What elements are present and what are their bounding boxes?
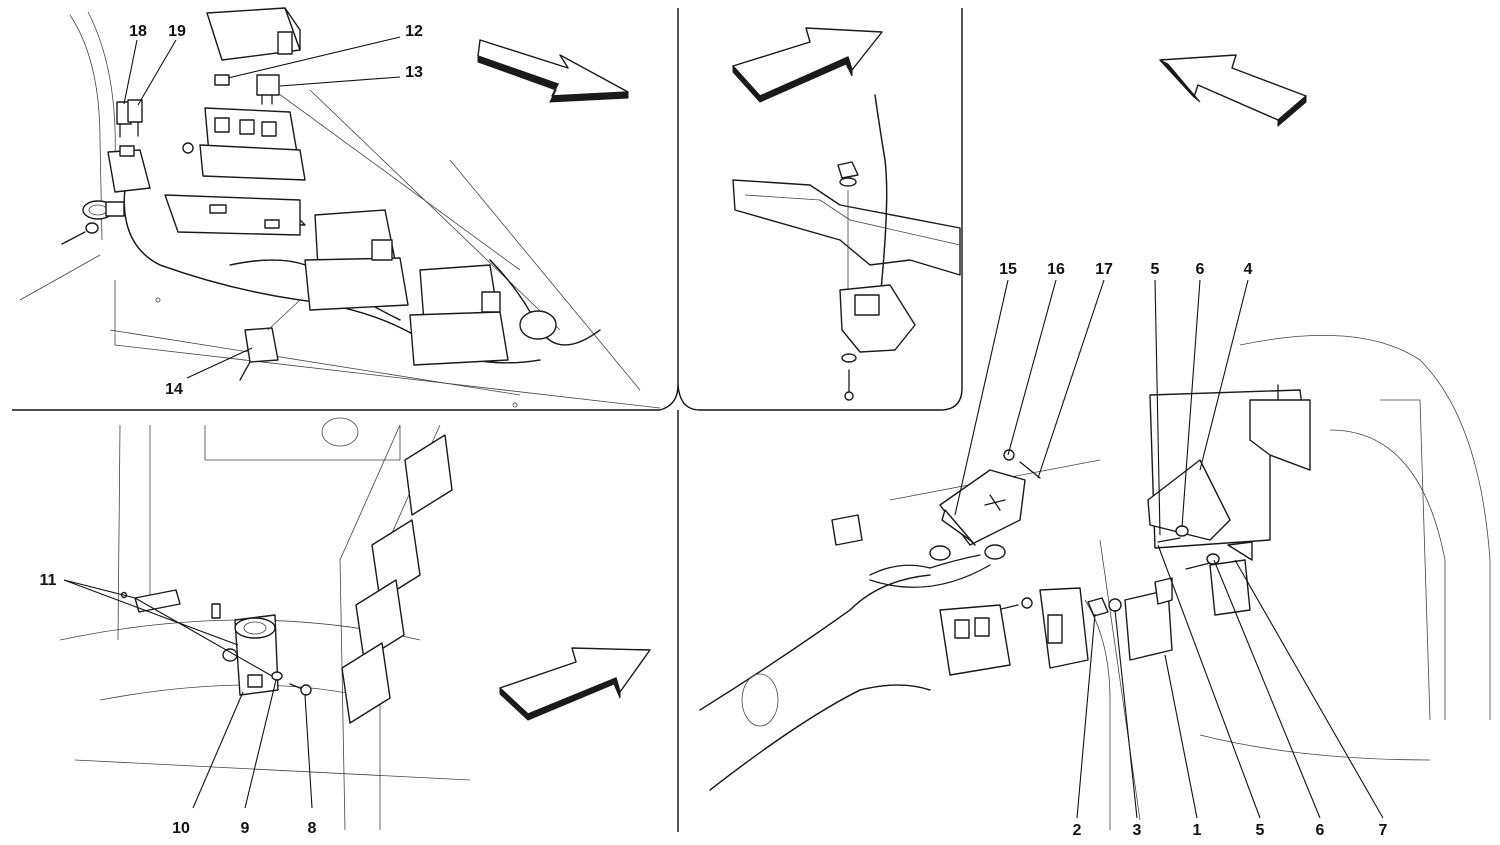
direction-arrow-icon xyxy=(477,39,629,103)
callout-9: 9 xyxy=(241,820,250,837)
callout-10: 10 xyxy=(172,820,190,837)
direction-arrow-icon xyxy=(499,647,651,721)
top-left-assembly xyxy=(19,7,661,409)
callout-1: 1 xyxy=(1193,822,1202,839)
direction-arrow-icon xyxy=(1159,54,1307,128)
bottom-right-assembly xyxy=(699,335,1491,830)
callout-14: 14 xyxy=(165,381,183,398)
callout-15: 15 xyxy=(999,261,1017,278)
direction-arrow-icon xyxy=(732,27,883,103)
callout-11: 11 xyxy=(40,572,57,589)
callout-7: 7 xyxy=(1379,822,1388,839)
callout-18: 18 xyxy=(129,23,147,40)
callout-12: 12 xyxy=(405,23,423,40)
callout-17: 17 xyxy=(1095,261,1113,278)
panel-frames xyxy=(12,8,963,832)
callout-13: 13 xyxy=(405,64,423,81)
leader-lines xyxy=(63,36,1384,819)
callout-16: 16 xyxy=(1047,261,1065,278)
callout-5-top: 5 xyxy=(1151,261,1160,278)
callout-8: 8 xyxy=(308,820,317,837)
callout-3: 3 xyxy=(1133,822,1142,839)
callout-19: 19 xyxy=(168,23,186,40)
callout-2: 2 xyxy=(1073,822,1082,839)
callout-6-bottom: 6 xyxy=(1316,822,1325,839)
callout-6-top: 6 xyxy=(1196,261,1205,278)
top-middle-assembly xyxy=(732,94,961,401)
bottom-left-assembly xyxy=(59,417,471,831)
callout-4: 4 xyxy=(1244,261,1253,278)
callout-5-bottom: 5 xyxy=(1256,822,1265,839)
callout-labels: 18 19 12 13 14 11 10 9 8 15 16 17 5 6 4 … xyxy=(40,23,1388,839)
